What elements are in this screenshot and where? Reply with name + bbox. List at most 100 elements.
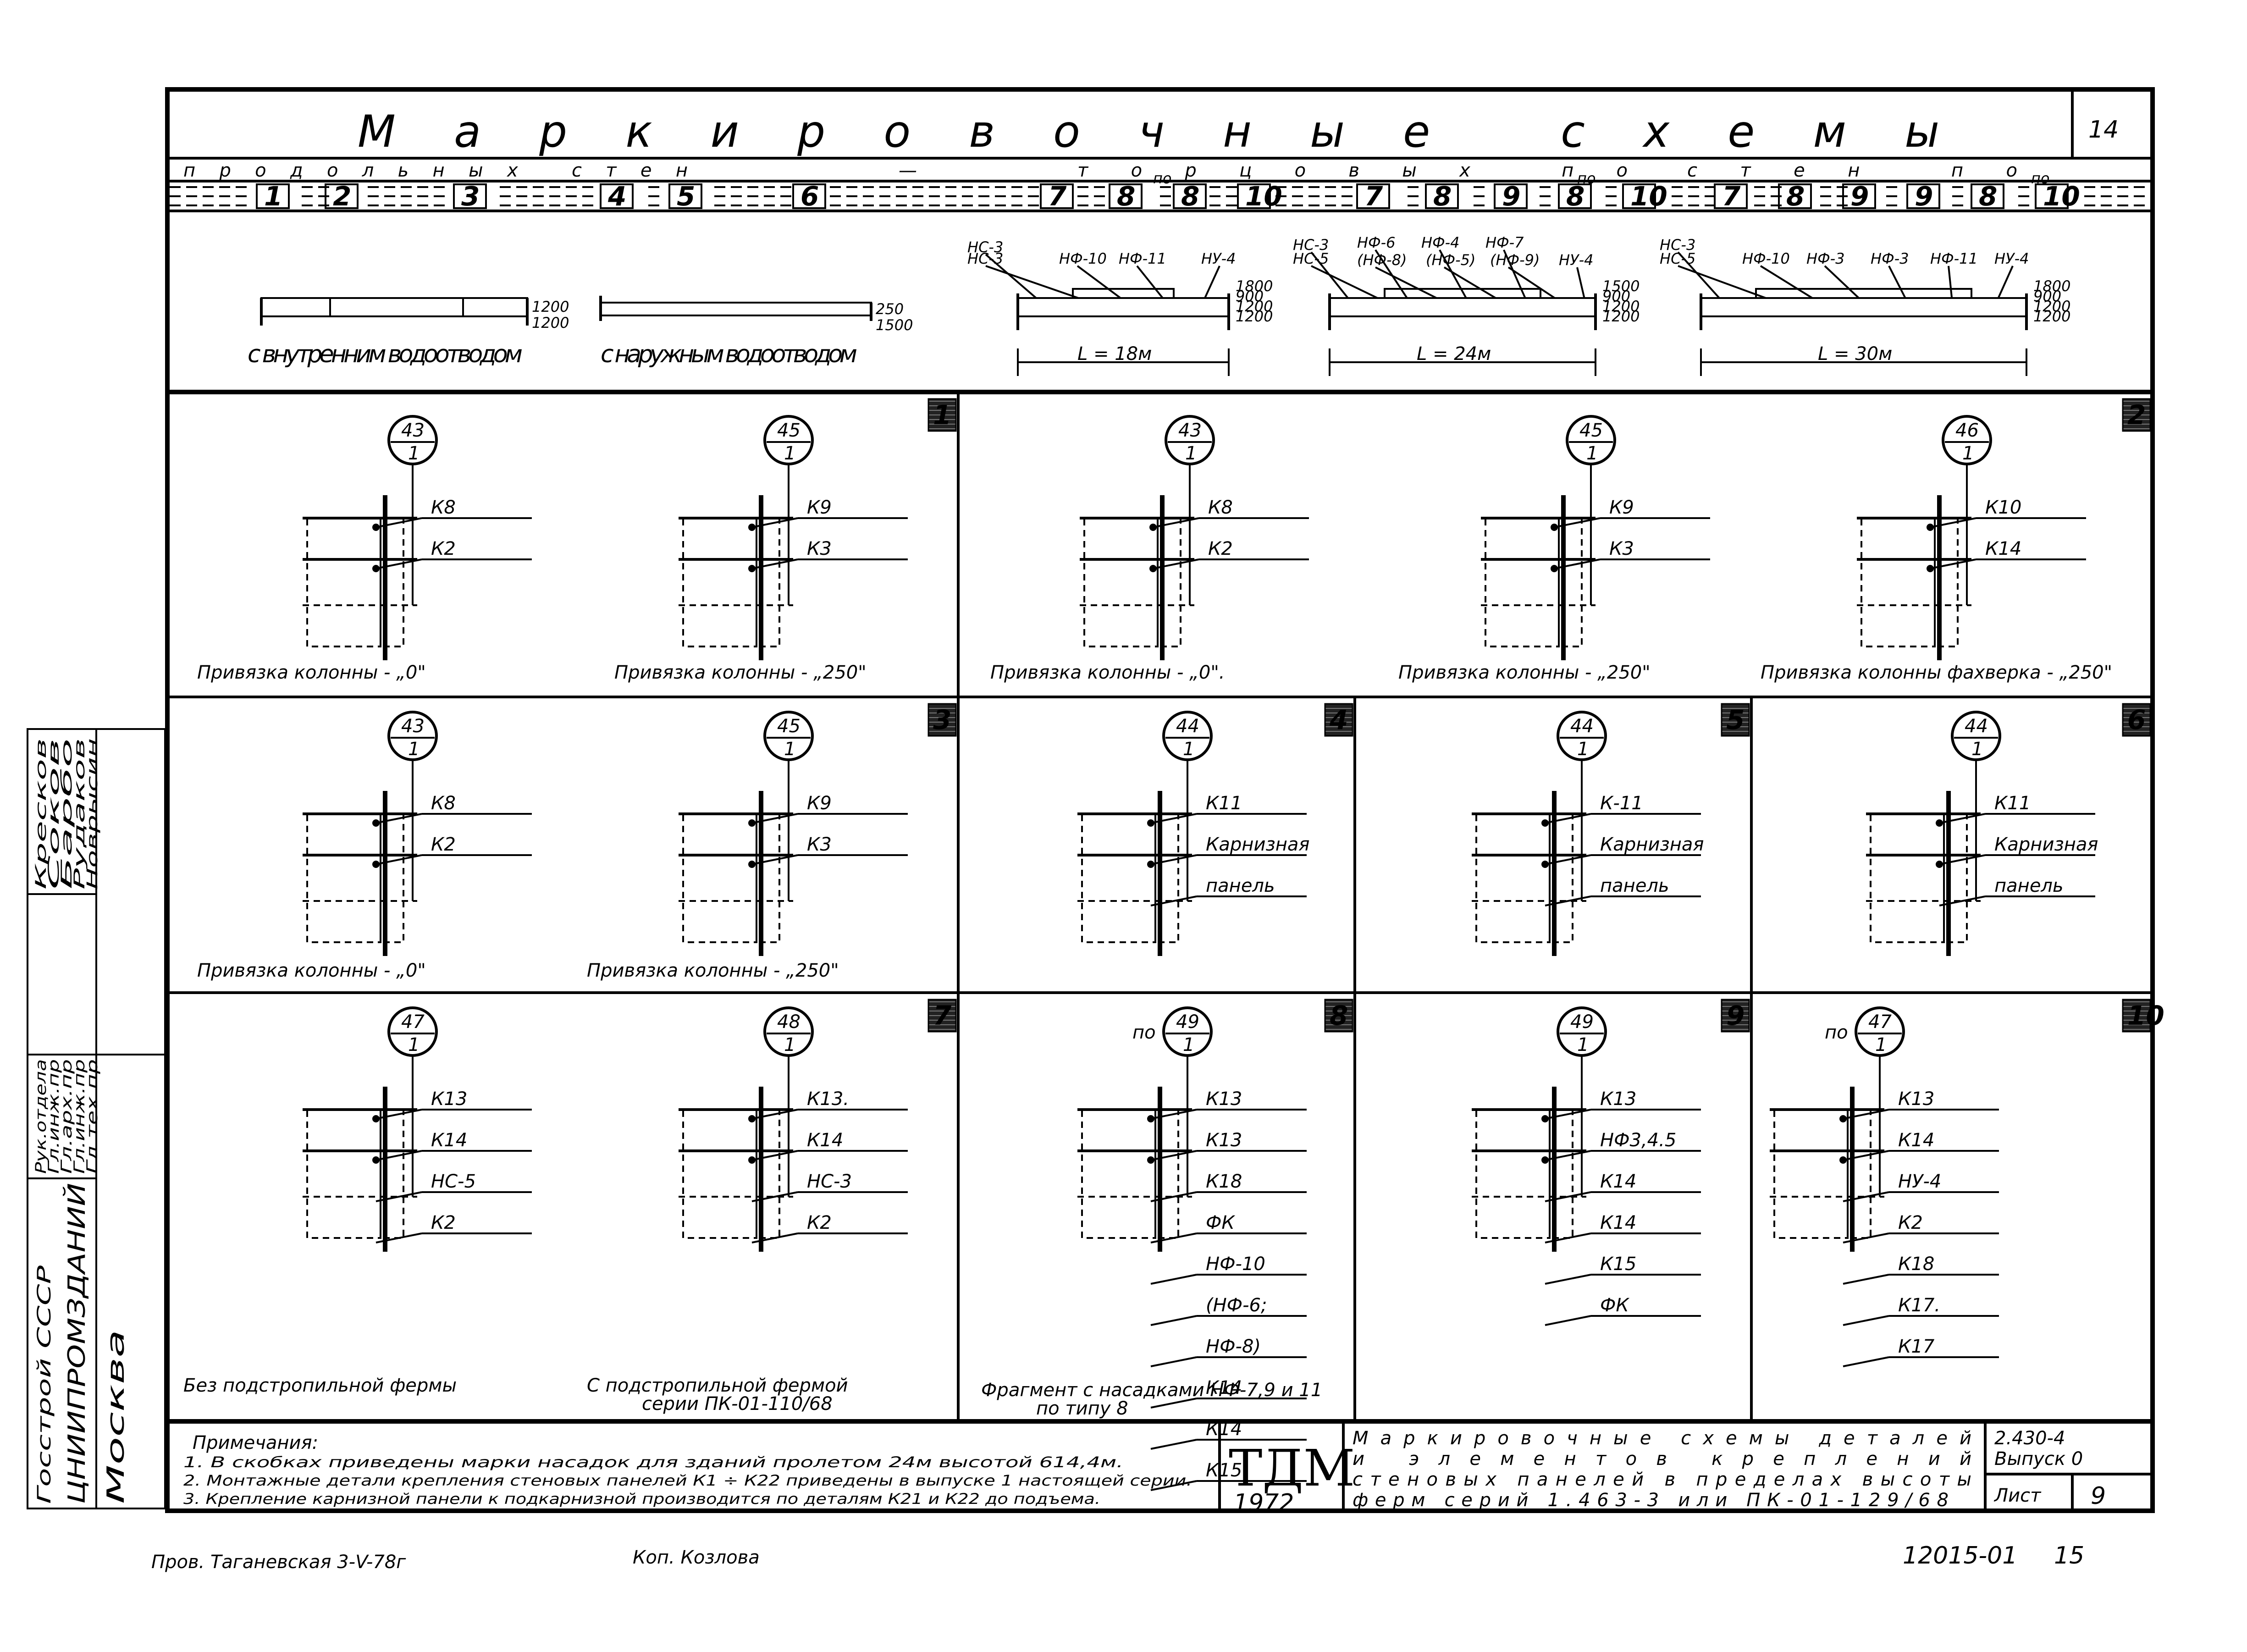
scheme-number-box <box>1494 183 1528 209</box>
panel-number: 2 <box>2127 399 2146 431</box>
scheme-number-box <box>600 183 634 209</box>
panel-number: 3 <box>933 704 951 735</box>
panel-mark: НС-3 <box>1293 236 1329 254</box>
panel-mark: (НФ-8) <box>1357 251 1407 269</box>
detail-label: К14 <box>1600 1171 1636 1192</box>
span-length: L = 30м <box>1818 343 1892 365</box>
scheme-number: 8 <box>1979 181 1997 212</box>
panel-number-box <box>928 999 957 1033</box>
order-number: 12015-01 <box>1903 1542 2017 1569</box>
detail-label: К14 <box>431 1130 467 1151</box>
detail-label: Карнизная <box>1600 834 1704 855</box>
scheme-number: 2 <box>333 181 351 212</box>
panel-mark: НФ-3 <box>1871 250 1909 267</box>
detail-ref-number: 43 <box>401 420 425 441</box>
stamp-logo: ТДМ <box>1229 1439 1355 1497</box>
panel-number-box <box>928 398 957 432</box>
detail-label: К2 <box>1898 1212 1923 1233</box>
staff-role: Рук.отдела <box>32 1059 50 1174</box>
detail-ref-number: 45 <box>777 716 801 737</box>
notes-heading: Примечания: <box>193 1432 318 1453</box>
panel-mark: НС-5 <box>1660 250 1695 267</box>
detail-label: К13. <box>807 1088 849 1110</box>
panel-mark: НФ-10 <box>1742 250 1790 267</box>
detail-label: К15 <box>1600 1254 1636 1275</box>
detail-label: К17 <box>1898 1336 1935 1357</box>
detail-label: К-11 <box>1600 793 1643 814</box>
detail-label: ФК <box>1206 1212 1235 1233</box>
detail-label: К2 <box>431 1212 456 1233</box>
detail-label: К9 <box>807 497 832 518</box>
stamp-issue: Выпуск 0 <box>1994 1448 2083 1470</box>
scheme-number: 8 <box>1786 181 1805 212</box>
detail-label: К13 <box>1206 1130 1242 1151</box>
detail-caption-2: по типу 8 <box>1036 1398 1128 1419</box>
panel-number-box <box>1721 703 1750 737</box>
detail-panel-8: 8491поК13К13К18ФКНФ-10(НФ-6;НФ-8)К14К14К… <box>981 999 1353 1491</box>
detail-ref-number: 43 <box>401 716 425 737</box>
scheme-number: 9 <box>1850 181 1869 212</box>
panel-mark: НФ-11 <box>1930 250 1978 267</box>
detail-label: НФ-10 <box>1206 1254 1265 1275</box>
panel-number: 8 <box>1330 1000 1348 1031</box>
scheme-number-box <box>256 183 290 209</box>
scheme-number-box <box>1622 183 1656 209</box>
detail-ref-sheet: 1 <box>1577 1034 1589 1055</box>
detail-ref-sheet: 1 <box>784 1034 795 1055</box>
svg-text:1500: 1500 <box>876 316 913 334</box>
detail-label: К2 <box>807 1212 832 1233</box>
note-1: 1. В скобках приведены марки насадок для… <box>183 1453 1123 1471</box>
detail-label: К14 <box>1600 1212 1636 1233</box>
detail-label: К14 <box>1206 1377 1242 1398</box>
span-length: L = 18м <box>1077 343 1152 365</box>
panel-mark: НФ-6 <box>1357 234 1396 251</box>
detail-ref-number: 47 <box>401 1011 425 1033</box>
stamp-year: 1972 <box>1233 1489 1294 1517</box>
panel-mark: НС-3 <box>1660 236 1695 254</box>
detail-ref-number: 44 <box>1965 716 1988 737</box>
dim-value: 1200 <box>2033 298 2070 315</box>
detail-ref-sheet: 1 <box>408 739 420 760</box>
panel-number: 9 <box>1726 1000 1745 1031</box>
org-name-1: Госстрой СССР <box>34 1265 55 1504</box>
po-label: по <box>1825 1022 1848 1043</box>
scheme-number: 8 <box>1117 181 1135 212</box>
scheme-number: 7 <box>1048 181 1067 212</box>
panel-number: 5 <box>1726 704 1745 735</box>
dim-value: 900 <box>2033 287 2061 305</box>
detail-ref-number: 45 <box>777 420 801 441</box>
detail-caption: Привязка колонны - „0" <box>197 960 426 981</box>
detail-label: К8 <box>431 497 456 518</box>
scheme-number: 9 <box>1915 181 1933 212</box>
detail-label: К11 <box>1994 793 2031 814</box>
detail-label: К18 <box>1206 1171 1242 1192</box>
detail-label: (НФ-6; <box>1206 1295 1267 1316</box>
panel-mark: НФ-11 <box>1119 250 1166 267</box>
detail-label: К14 <box>1206 1419 1242 1440</box>
scheme-number-box <box>1558 183 1592 209</box>
scheme-number-box <box>1237 183 1271 209</box>
detail-label: К2 <box>431 834 456 855</box>
scheme-inner-drain: 1200 1200 с внутренним водоотводом <box>248 297 569 368</box>
staff-name: Барбо <box>58 738 75 890</box>
detail-ref-number: 43 <box>1178 420 1202 441</box>
scheme-number: 8 <box>1566 181 1584 212</box>
sheet-frame <box>165 87 2155 1513</box>
staff-role: Гл.тех.пр <box>83 1059 101 1174</box>
panel-number-box <box>1324 999 1353 1033</box>
scheme-number-box <box>1356 183 1390 209</box>
subtitle-dash: — <box>899 160 917 181</box>
panel-mark: НС-3 <box>967 238 1003 256</box>
panel-number-box <box>928 703 957 737</box>
detail-ref-sheet: 1 <box>1185 443 1197 464</box>
panel-mark: НС-3 <box>967 250 1003 267</box>
panel-mark: НС-5 <box>1293 250 1329 267</box>
po-label: по <box>1577 170 1596 187</box>
staff-role: Гл.арх.пр <box>58 1059 75 1174</box>
dim-value: 1800 <box>2033 277 2070 295</box>
